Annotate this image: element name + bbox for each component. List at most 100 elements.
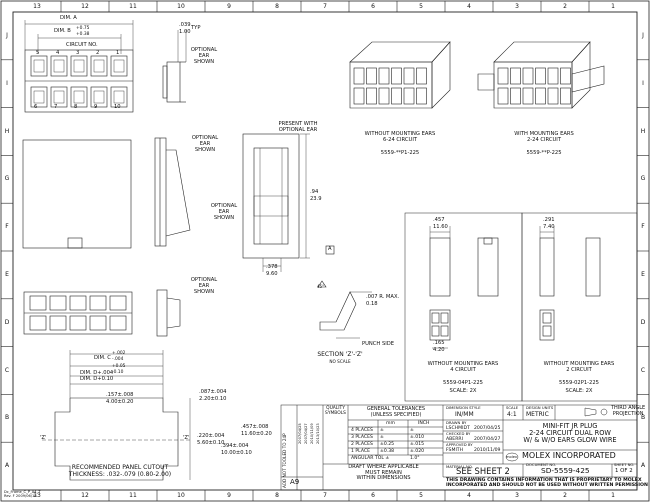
drawn-by: LSCHMIDT [446,426,470,431]
zone-column-label: 10 [177,492,185,499]
tolerance-label: 4 PLACES [351,428,373,433]
pin-cavity-bottom [109,295,127,311]
pin-cavity-bottom [89,295,107,311]
pin-number-top: 5 [36,50,40,56]
checked-date: 2007/04/27 [474,437,501,442]
tolerance-mm: ± [380,428,384,433]
section-marker-a: A [328,246,332,252]
tol-inch-header: INCH [418,421,430,426]
checked-by-label: CHECKED BY [446,431,471,436]
with-ears-caption: WITH MOUNTING EARS 2-24 CIRCUIT [514,131,574,143]
pin-number-bottom: 6 [34,104,38,110]
angle-label: 45° [317,284,325,289]
zone-column-label: 13 [33,3,41,10]
form-id: Dc_Frame_C_P_A4_T Rev. F 2009/06/18 [4,490,41,498]
iso-cavity [560,87,571,105]
tolerance-inch: ±.020 [410,449,425,454]
d394-mm: 10.00±0.10 [221,450,252,456]
d457-right-mm: 11.60 [433,224,448,230]
pin-cavity-bottom [69,295,87,311]
four-circuit-scale: SCALE: 2X [449,388,477,394]
zone-column-label: 2 [563,3,567,10]
zone-row-label: A [4,462,10,470]
zone-column-label: 13 [33,492,41,499]
dim-b-tol-plus: +0.75 [76,26,90,31]
zone-row-label: E [5,270,9,278]
zone-row-label: F [641,223,645,231]
third-angle-projection: THIRD ANGLE PROJECTION [611,405,646,417]
d457-mm: 11.60±0.20 [241,431,272,437]
pin-cavity-bottom [89,315,107,331]
tol-mm-header: mm [386,421,395,426]
design-units: METRIC [526,411,549,418]
without-ears-caption: WITHOUT MOUNTING EARS 6-24 CIRCUIT [364,131,436,143]
design-units-label: DESIGN UNITS [526,405,554,410]
dim-378-in: .378 [266,264,278,270]
pin-cavity [30,86,48,108]
panel-cutout [54,397,179,481]
zone-row-label: D [640,318,646,326]
sheet-label: SHEET NO. [614,462,635,467]
pin-number-bottom: 7 [54,104,58,110]
zone-row-label: B [640,414,646,422]
tolerance-mm: ±0.38 [380,449,395,454]
two-circuit-pn: 5559-02P1-225 [559,380,599,386]
iso-cavity [497,67,509,85]
approved-by: FSMITH [446,448,464,453]
zone-column-label: 4 [467,3,471,10]
d291-in: .291 [543,217,555,223]
dim-c-label: DIM. C [94,355,111,361]
iso-cavity [497,87,509,105]
z-label-right: 'Z' [183,435,190,441]
4-circuit-bottom [429,309,451,341]
material-value: SEE SHEET 2 [456,466,510,476]
iso-cavity [535,87,546,105]
pin-cavity-bottom [29,315,47,331]
iso-cavity [416,67,427,85]
pin-number-top: 2 [96,50,100,56]
scale-label: SCALE [506,405,519,410]
iso-cavity [403,67,415,85]
tolerance-inch: ±.015 [410,442,425,447]
approved-date: 2010/11/09 [474,448,501,453]
zone-row-label: H [640,127,646,135]
not-tooled-note: AOD NOT TOOLED TO 24P [282,433,287,488]
pin-cavity [50,86,68,108]
d291-mm: 7.40 [543,224,555,230]
zone-column-label: 7 [323,3,327,10]
iso-cavity [416,87,427,105]
dim-378-mm: 9.60 [266,271,278,277]
pin-number-top: 3 [76,50,80,56]
zone-column-label: 9 [227,3,231,10]
present-with-label: PRESENT WITH OPTIONAL EAR [278,121,318,133]
drawn-date: 2007/04/25 [474,426,501,431]
iso-cavity [522,87,534,105]
pin-cavity [90,86,108,108]
r-max-mm: 0.18 [366,301,378,307]
plug-front-view [22,139,132,249]
zone-column-label: 10 [177,3,185,10]
zone-column-label: 6 [371,492,375,499]
iso-cavity [535,67,546,85]
zone-column-label: 5 [419,3,423,10]
dim-c-plus: +.002 [112,351,126,356]
zone-column-label: 5 [419,492,423,499]
iso-cavity [547,87,559,105]
iso-cavity [391,67,402,85]
tolerance-inch: ±.010 [410,435,425,440]
tolerance-mm: ±0.25 [380,442,395,447]
pin-cavity-bottom [49,295,67,311]
pin-number-top: 4 [56,50,60,56]
iso-cavity [366,87,377,105]
punch-side-label: PUNCH SIDE [362,341,395,347]
z-label-left: 'Z' [40,435,47,441]
typ-label: TYP [191,25,201,31]
zone-row-label: H [4,127,10,135]
material-label: MATERIAL NO. [446,464,473,469]
zone-column-label: 2 [563,492,567,499]
dimension-style-label: DIMENSION STYLE [446,405,481,410]
pin-number-bottom: 9 [94,104,98,110]
zone-row-label: E [641,270,645,278]
dim-c-minus: -.004 [112,357,124,362]
dim-94-in: .94 [310,189,319,195]
